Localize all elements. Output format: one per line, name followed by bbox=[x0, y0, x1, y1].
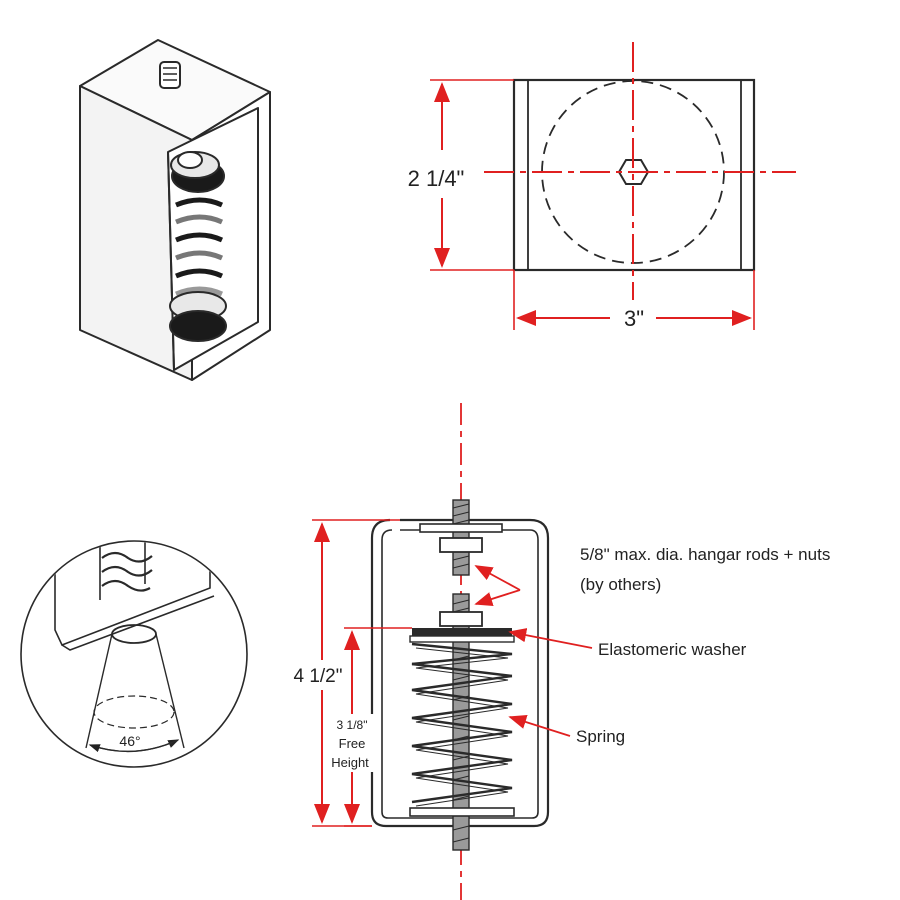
top-view-width-dimension: 3" bbox=[513, 270, 755, 331]
iso-spring-icon bbox=[175, 197, 224, 297]
overall-height-label: 4 1/2" bbox=[293, 666, 342, 687]
rods-callout-line1: 5/8" max. dia. hangar rods + nuts bbox=[580, 545, 830, 564]
top-view-plan bbox=[484, 42, 796, 300]
top-view-width-label: 3" bbox=[624, 306, 644, 331]
detail-spring-icon bbox=[101, 551, 153, 592]
free-height-value: 3 1/8" bbox=[337, 718, 368, 732]
free-height-dimension bbox=[344, 627, 412, 827]
elastomeric-washer bbox=[412, 628, 512, 636]
section-view bbox=[370, 403, 550, 900]
section-spring bbox=[411, 642, 513, 807]
rods-callout-line2: (by others) bbox=[580, 575, 661, 594]
free-height-label-height: Height bbox=[331, 755, 369, 770]
isometric-hanger-illustration bbox=[79, 39, 271, 381]
top-view-height-dimension: 2 1/4" bbox=[408, 79, 514, 271]
top-nut-icon bbox=[159, 61, 181, 89]
detail-circle-view bbox=[20, 540, 248, 768]
spring-callout: Spring bbox=[576, 727, 625, 746]
callout-leaders bbox=[474, 565, 593, 737]
free-height-label-free: Free bbox=[339, 736, 366, 751]
top-view-height-label: 2 1/4" bbox=[408, 166, 465, 191]
washer-callout: Elastomeric washer bbox=[598, 640, 747, 659]
detail-angle-label: 46° bbox=[119, 733, 140, 749]
